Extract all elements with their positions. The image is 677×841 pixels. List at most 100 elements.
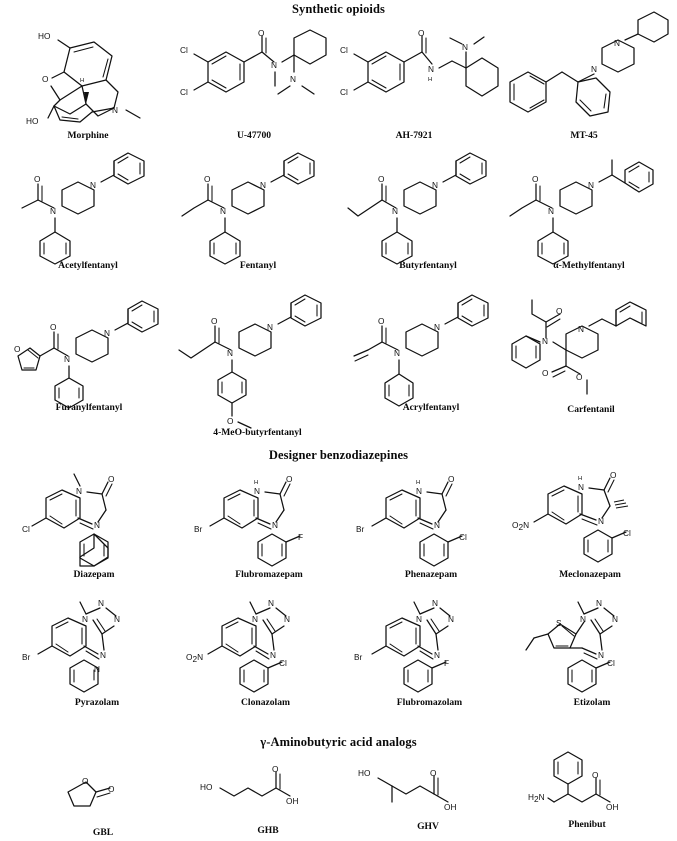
- atom-label-h-meclonazepam: H: [578, 476, 582, 482]
- atom-label-cl-diazepam: Cl: [22, 524, 30, 534]
- caption-acrylfentanyl: Acrylfentanyl: [402, 402, 460, 413]
- atom-label-h-ah7921: H: [428, 77, 432, 83]
- compound-phenazepam: Br N H O N Cl Phenazepam: [356, 468, 506, 581]
- atom-label-o-gbl-carbonyl: O: [108, 784, 115, 794]
- atom-label-n-phenazepam-1: N: [416, 486, 422, 496]
- atom-label-n-acrylfentanyl-amide: N: [394, 348, 400, 358]
- atom-label-n-etizolam-4: N: [598, 650, 604, 660]
- structure-phenazepam: Br N H O N Cl: [356, 474, 467, 567]
- atom-label-n-ah7921: N: [428, 64, 434, 74]
- caption-u47700: U-47700: [236, 130, 272, 141]
- atom-label-n-mt45-1: N: [591, 64, 597, 74]
- atom-label-n-furanylfentanyl-pip: N: [104, 328, 110, 338]
- caption-alphamethylfentanyl: α-Methylfentanyl: [553, 260, 625, 271]
- compound-flubromazolam: Br N N N N F Flubromazolam: [352, 594, 507, 709]
- compound-mt45: N N MT-45: [498, 11, 670, 142]
- atom-label-n-diazepam-2: N: [94, 520, 100, 530]
- atom-label-br-phenazepam: Br: [356, 524, 365, 534]
- atom-label-o-ah7921: O: [418, 28, 425, 38]
- compound-u47700: Cl Cl O N N U-47700: [178, 28, 330, 142]
- atom-label-oh-phenibut: OH: [606, 802, 618, 812]
- atom-label-n-ah7921-dimethyl: N: [462, 42, 468, 52]
- atom-label-no2-meclonazepam: O2N: [512, 520, 529, 532]
- compound-flubromazepam: Br N H O N F Flubromazepam: [194, 468, 344, 581]
- section-title-gaba-analogs: γ-Aminobutyric acid analogs: [260, 735, 417, 749]
- atom-label-n-fentanyl-pip: N: [260, 180, 266, 190]
- atom-label-o-furanylfentanyl-carbonyl: O: [50, 322, 57, 332]
- atom-label-n-meobutyrfentanyl-amide: N: [227, 348, 233, 358]
- atom-label-o-meobutyrfentanyl-carbonyl: O: [211, 316, 218, 326]
- atom-label-ho-morphine-1: HO: [38, 31, 51, 41]
- caption-clonazolam: Clonazolam: [240, 697, 291, 708]
- atom-label-n-butyrfentanyl-pip: N: [432, 180, 438, 190]
- structure-diazepam: Cl N O N: [22, 473, 115, 567]
- atom-label-o-phenazepam: O: [448, 474, 455, 484]
- caption-ghv: GHV: [417, 821, 439, 832]
- compound-phenibut: H2N O OH Phenibut: [512, 750, 662, 831]
- atom-label-n-butyrfentanyl-amide: N: [392, 206, 398, 216]
- compound-diazepam: Cl N O N Diazepam: [22, 470, 164, 581]
- caption-flubromazepam: Flubromazepam: [235, 569, 303, 580]
- structure-ghv: HO O OH: [358, 768, 456, 812]
- caption-acetylfentanyl: Acetylfentanyl: [58, 260, 118, 271]
- caption-gbl: GBL: [92, 827, 114, 838]
- caption-fentanyl: Fentanyl: [239, 260, 277, 271]
- atom-label-n-furanylfentanyl-amide: N: [64, 354, 70, 364]
- atom-label-n-u47700-amide: N: [271, 60, 277, 70]
- section-title-designer-benzodiazepines: Designer benzodiazepines: [268, 448, 409, 462]
- structure-ghb: HO O OH: [200, 764, 298, 806]
- atom-label-o-carfentanil-ester-dbl: O: [542, 368, 549, 378]
- atom-label-n-carfentanil-pip: N: [578, 324, 584, 334]
- atom-label-s-etizolam: S: [556, 618, 562, 628]
- structure-alphamethylfentanyl: O N N: [509, 159, 654, 265]
- atom-label-n-pyrazolam-3: N: [114, 614, 120, 624]
- atom-label-o-meclonazepam: O: [610, 470, 617, 480]
- atom-label-n-flubromazepam-1: N: [254, 486, 260, 496]
- structure-fentanyl: O N N: [181, 152, 315, 265]
- structure-meclonazepam: O2N N H O N Cl: [512, 470, 631, 563]
- atom-label-n-etizolam-3: N: [612, 614, 618, 624]
- compound-fentanyl: O N N Fentanyl: [178, 152, 338, 272]
- structure-gbl: O O: [67, 776, 115, 807]
- caption-mt45: MT-45: [570, 130, 598, 141]
- atom-label-n-flubromazolam-3: N: [448, 614, 454, 624]
- atom-label-h2n-phenibut: H2N: [528, 792, 545, 804]
- atom-label-o-butyrfentanyl: O: [378, 174, 385, 184]
- atom-label-cl-clonazolam: Cl: [279, 658, 287, 668]
- atom-label-n-etizolam-2: N: [596, 598, 602, 608]
- atom-label-n-flubromazepam-2: N: [272, 520, 278, 530]
- atom-label-n-meobutyrfentanyl-pip: N: [267, 322, 273, 332]
- atom-label-cl-ah7921-1: Cl: [340, 45, 348, 55]
- caption-phenibut: Phenibut: [568, 819, 606, 830]
- atom-label-h-morphine: H: [80, 78, 84, 84]
- atom-label-o-ghb-carbonyl: O: [272, 764, 279, 774]
- caption-morphine: Morphine: [67, 130, 109, 141]
- atom-label-n-acetylfentanyl-pip: N: [90, 180, 96, 190]
- atom-label-n-pyrazolam-4: N: [100, 650, 106, 660]
- atom-label-cl-meclonazepam: Cl: [623, 528, 631, 538]
- atom-label-f-flubromazepam: F: [298, 532, 303, 542]
- atom-label-o-carfentanil-amide: O: [556, 306, 563, 316]
- atom-label-o-flubromazepam: O: [286, 474, 293, 484]
- structure-acrylfentanyl: O N N: [353, 294, 489, 407]
- atom-label-n-pyrazolam-pyridine: N: [94, 664, 100, 674]
- compound-furanylfentanyl: O O N N Furanylfentanyl: [8, 290, 170, 414]
- caption-meobutyrfentanyl: 4-MeO-butyrfentanyl: [213, 427, 302, 438]
- atom-label-o-u47700: O: [258, 28, 265, 38]
- atom-label-o-alphamethylfentanyl: O: [532, 174, 539, 184]
- section-title-synthetic-opioids: Synthetic opioids: [291, 2, 386, 16]
- atom-label-o-fentanyl: O: [204, 174, 211, 184]
- atom-label-n-carfentanil-amide: N: [542, 336, 548, 346]
- atom-label-h-flubromazepam: H: [254, 480, 258, 486]
- atom-label-n-clonazolam-4: N: [270, 650, 276, 660]
- atom-label-o-acrylfentanyl: O: [378, 316, 385, 326]
- atom-label-n-acetylfentanyl-amide: N: [50, 206, 56, 216]
- atom-label-ho-ghv: HO: [358, 768, 371, 778]
- structure-furanylfentanyl: O O N N: [14, 300, 159, 409]
- atom-label-cl-u47700-1: Cl: [180, 45, 188, 55]
- structure-butyrfentanyl: O N N: [347, 152, 487, 265]
- atom-label-oh-ghb: OH: [286, 796, 298, 806]
- structure-morphine: HO O HO N H: [26, 31, 141, 126]
- atom-label-br-flubromazolam: Br: [354, 652, 363, 662]
